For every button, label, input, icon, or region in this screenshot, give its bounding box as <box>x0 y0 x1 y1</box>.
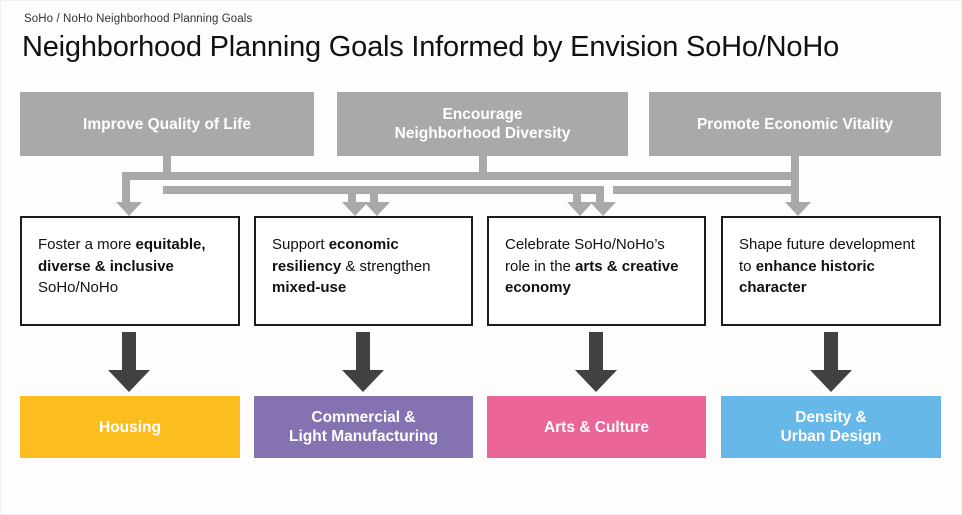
down-arrow-icon-housing <box>108 332 150 392</box>
eyebrow-label: SoHo / NoHo Neighborhood Planning Goals <box>24 13 253 25</box>
down-arrow-icon-arts <box>575 332 617 392</box>
category-chip-commercial-light-manufacturing[interactable]: Commercial &Light Manufacturing <box>254 396 473 458</box>
category-chip-label: Commercial &Light Manufacturing <box>289 409 438 445</box>
statement-text: Support economic resiliency & strengthen… <box>272 236 431 296</box>
category-chip-housing[interactable]: Housing <box>20 396 240 458</box>
category-chip-label: Arts & Culture <box>543 418 650 436</box>
connector-leg-2b <box>596 186 604 202</box>
category-chip-density-urban-design[interactable]: Density &Urban Design <box>721 396 941 458</box>
connector-drop-goal-2 <box>791 150 799 172</box>
connector-rail-lower-right <box>613 186 799 194</box>
connector-leg-1a <box>348 186 356 202</box>
goal-to-statement-connectors <box>116 150 811 216</box>
connector-arrowhead-0 <box>116 202 142 216</box>
statement-box-arts-creative-economy[interactable]: Celebrate SoHo/NoHo’s role in the arts &… <box>487 216 706 326</box>
connector-leg-3 <box>791 172 799 202</box>
statement-box-economic-resiliency-mixed-use[interactable]: Support economic resiliency & strengthen… <box>254 216 473 326</box>
goal-bar-improve-quality-of-life[interactable]: Improve Quality of Life <box>20 92 314 156</box>
connector-arrowhead-2b <box>590 202 616 216</box>
down-arrow-icon-commercial <box>342 332 384 392</box>
statement-text: Shape future development to enhance hist… <box>739 236 915 296</box>
connector-drop-goal-1 <box>479 150 487 172</box>
statement-box-enhance-historic-character[interactable]: Shape future development to enhance hist… <box>721 216 941 326</box>
category-chip-label: Housing <box>99 418 161 436</box>
statement-text: Celebrate SoHo/NoHo’s role in the arts &… <box>505 236 679 296</box>
connector-leg-1b <box>370 186 378 202</box>
page-title: Neighborhood Planning Goals Informed by … <box>22 31 839 63</box>
category-chip-arts-culture[interactable]: Arts & Culture <box>487 396 706 458</box>
category-chip-label: Density &Urban Design <box>780 409 882 445</box>
connector-arrowhead-3 <box>785 202 811 216</box>
goal-bar-label: Promote Economic Vitality <box>696 115 894 133</box>
connector-arrowhead-2a <box>567 202 593 216</box>
connector-drop-goal-0 <box>163 150 171 172</box>
connector-leg-0 <box>122 172 130 202</box>
goal-bar-promote-economic-vitality[interactable]: Promote Economic Vitality <box>649 92 941 156</box>
connector-arrowhead-1b <box>364 202 390 216</box>
goal-bar-label: Improve Quality of Life <box>83 115 251 133</box>
statement-text: Foster a more equitable, diverse & inclu… <box>38 236 206 296</box>
connector-rail-upper <box>122 172 799 180</box>
connector-leg-2a <box>573 186 581 202</box>
connector-arrowhead-1a <box>342 202 368 216</box>
down-arrow-icon-density <box>810 332 852 392</box>
connector-rail-lower <box>163 186 604 194</box>
statement-box-equitable-diverse-inclusive[interactable]: Foster a more equitable, diverse & inclu… <box>20 216 240 326</box>
